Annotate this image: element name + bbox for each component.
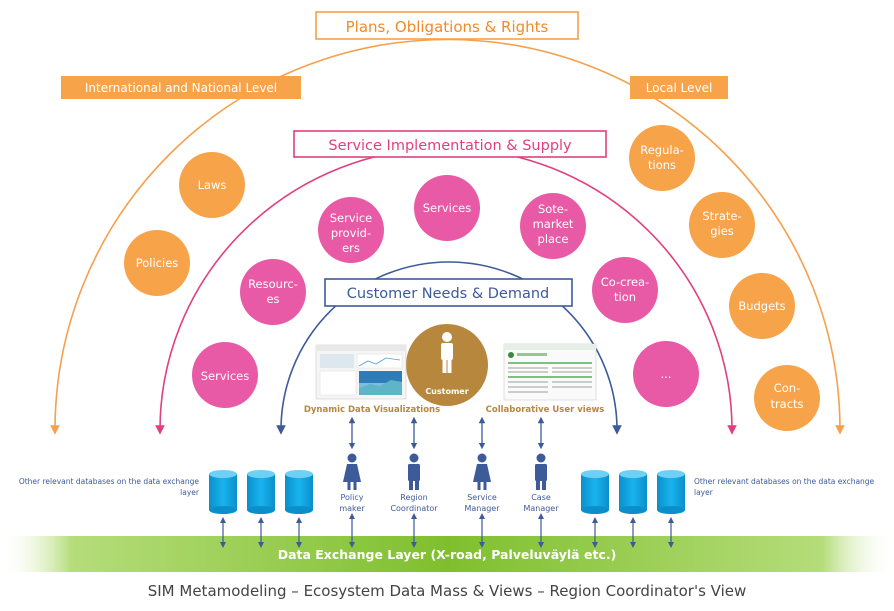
visual-right-label: Collaborative User views (486, 405, 605, 415)
db-note-left-line2: layer (180, 488, 200, 497)
role-policy-line1: Policy (340, 493, 363, 502)
customer-title-box: Customer Needs & Demand (324, 278, 573, 307)
circle-service-providers: Service provid- ers (318, 197, 384, 263)
data-layer-label: Data Exchange Layer (X-road, Palveluväyl… (278, 547, 617, 562)
database-icon (247, 470, 275, 514)
database-icon (581, 470, 609, 514)
policy-maker-icon (343, 453, 361, 490)
database-icon (285, 470, 313, 514)
circle-services-top-label: Services (423, 201, 472, 215)
circle-strategies: Strate- gies (689, 192, 755, 258)
database-icon (657, 470, 685, 514)
service-title: Service Implementation & Supply (328, 138, 572, 154)
customer-label: Customer (425, 387, 468, 396)
circle-strategies-line1: Strate- (702, 209, 741, 223)
dashboard-thumbnail-right (503, 343, 597, 401)
database-icon (619, 470, 647, 514)
circle-strategies-line2: gies (710, 224, 734, 238)
role-region-line1: Region (400, 493, 427, 502)
db-note-right-line2: layer (694, 488, 714, 497)
circle-service-providers-line3: ers (342, 241, 360, 255)
dashboard-thumbnail-left (315, 344, 407, 400)
circle-regulations-line2: tions (648, 158, 676, 172)
circle-resources-line2: es (266, 292, 279, 306)
db-note-right-line1: Other relevant databases on the data exc… (694, 477, 875, 486)
role-labels: Policy maker Region Coordinator Service … (339, 493, 559, 513)
circle-sote-marketplace: Sote- market place (520, 193, 586, 259)
data-exchange-layer: Data Exchange Layer (X-road, Palveluväyl… (0, 536, 894, 572)
plans-title-box: Plans, Obligations & Rights (315, 11, 579, 40)
inner-arc (276, 261, 622, 435)
level-left-box: International and National Level (61, 76, 301, 99)
layer-connectors (220, 513, 674, 548)
circle-policies-label: Policies (136, 256, 179, 270)
circle-budgets-label: Budgets (738, 299, 785, 313)
circle-sote-line2: market (533, 217, 574, 231)
circle-resources-line1: Resourc- (248, 277, 298, 291)
circle-services-top: Services (414, 175, 480, 241)
db-note-left-line1: Other relevant databases on the data exc… (19, 477, 200, 486)
case-manager-icon (535, 453, 547, 490)
role-case-line2: Manager (523, 504, 559, 513)
circle-policies: Policies (124, 230, 190, 296)
customer-person-icon (441, 332, 453, 373)
visual-left-label: Dynamic Data Visualizations (304, 405, 440, 415)
circle-regulations: Regula- tions (629, 125, 695, 191)
caption: SIM Metamodeling – Ecosystem Data Mass &… (148, 582, 747, 600)
circle-co-creation-line1: Co-crea- (601, 275, 650, 289)
circle-contracts-line1: Con- (774, 381, 801, 395)
circle-more-label: ... (661, 367, 672, 381)
circle-resources: Resourc- es (240, 259, 306, 325)
db-note-left: Other relevant databases on the data exc… (19, 477, 200, 497)
circle-service-providers-line2: provid- (331, 226, 371, 240)
database-group-left (209, 470, 313, 514)
circle-services-left-label: Services (201, 369, 250, 383)
circle-contracts: Con- tracts (754, 365, 820, 431)
role-region-line2: Coordinator (390, 504, 438, 513)
circle-contracts-line2: tracts (770, 397, 803, 411)
circle-sote-line1: Sote- (538, 202, 568, 216)
role-service-line1: Service (467, 493, 497, 502)
customer-circle: Customer (406, 324, 488, 406)
service-title-box: Service Implementation & Supply (293, 130, 607, 158)
plans-title: Plans, Obligations & Rights (346, 18, 549, 36)
level-left-label: International and National Level (85, 81, 277, 95)
role-policy-line2: maker (339, 504, 365, 513)
region-coordinator-icon (408, 453, 420, 490)
circle-more: ... (633, 341, 699, 407)
circle-laws-label: Laws (198, 178, 227, 192)
circle-budgets: Budgets (729, 273, 795, 339)
level-right-label: Local Level (646, 81, 713, 95)
role-case-line1: Case (531, 493, 551, 502)
role-connectors (348, 416, 545, 450)
level-right-box: Local Level (630, 76, 728, 99)
circle-co-creation-line2: tion (614, 290, 636, 304)
circle-service-providers-line1: Service (330, 211, 373, 225)
circle-services-left: Services (192, 342, 258, 408)
database-icon (209, 470, 237, 514)
circle-co-creation: Co-crea- tion (592, 257, 658, 323)
db-note-right: Other relevant databases on the data exc… (694, 477, 875, 497)
circle-regulations-line1: Regula- (640, 143, 684, 157)
circle-laws: Laws (179, 152, 245, 218)
service-manager-icon (473, 453, 491, 490)
role-service-line2: Manager (464, 504, 500, 513)
customer-title: Customer Needs & Demand (347, 286, 550, 302)
database-group-right (581, 470, 685, 514)
circle-sote-line3: place (538, 232, 569, 246)
